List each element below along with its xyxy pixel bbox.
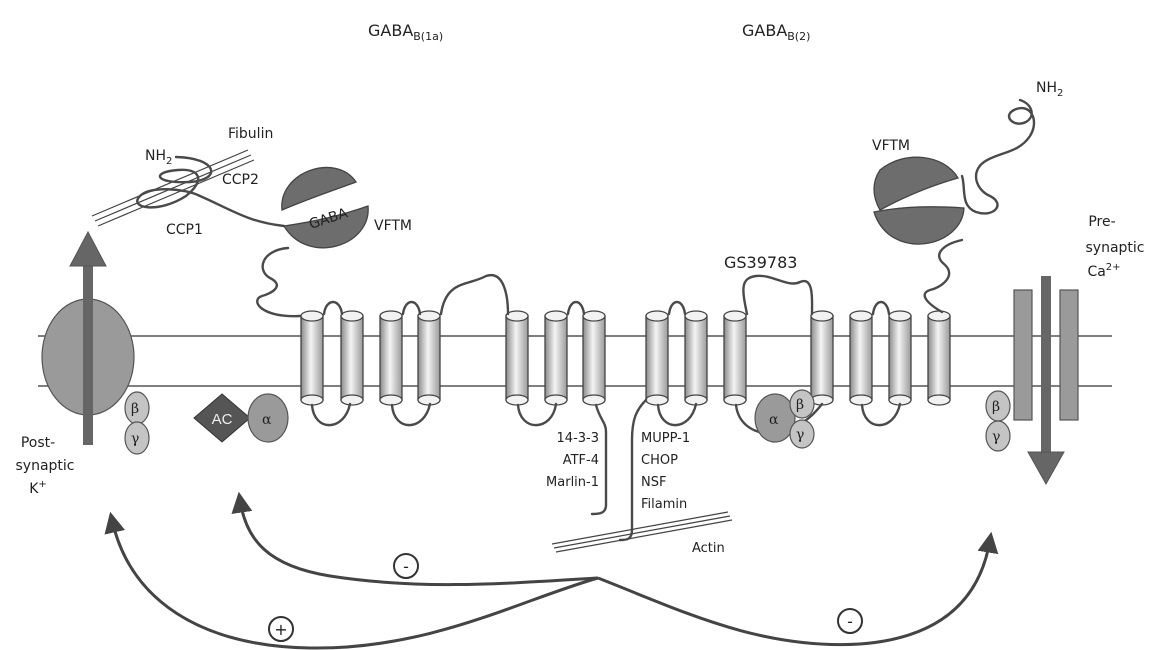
helix-b1-5 bbox=[506, 311, 528, 405]
inhibit-ca-badge: - bbox=[838, 609, 862, 633]
helix-b2-5 bbox=[850, 311, 872, 405]
beta-label-far-right: β bbox=[992, 399, 1000, 415]
presynaptic-label-line2: synaptic bbox=[1086, 240, 1145, 256]
activate-k-sign: + bbox=[274, 620, 287, 639]
helix-b2-6 bbox=[889, 311, 911, 405]
helix-b1-3 bbox=[380, 311, 402, 405]
b1-transmembrane-helices bbox=[301, 311, 605, 405]
interactor-left-2: ATF-4 bbox=[563, 453, 599, 468]
helix-b2-7 bbox=[928, 311, 950, 405]
ac-label: AC bbox=[212, 411, 233, 428]
helix-b2-3 bbox=[724, 311, 746, 405]
interactor-right-4: Filamin bbox=[641, 497, 687, 512]
fibulin-label: Fibulin bbox=[228, 126, 273, 142]
helix-b1-4 bbox=[418, 311, 440, 405]
potassium-channel bbox=[42, 232, 134, 445]
inhibit-ac-sign: - bbox=[403, 557, 409, 576]
postsynaptic-label-line2: synaptic bbox=[16, 458, 75, 474]
activate-k-badge: + bbox=[269, 617, 293, 641]
vftm-left-domain bbox=[282, 167, 368, 247]
potassium-ion-sup: + bbox=[38, 479, 46, 490]
beta-gamma-left: β γ bbox=[125, 392, 149, 454]
nh2-right-label: NH2 bbox=[1036, 80, 1063, 99]
calcium-flow-arrowhead bbox=[1028, 452, 1064, 484]
subunit1-header-sub: B(1a) bbox=[413, 30, 443, 43]
nh2-left-sub: 2 bbox=[166, 156, 172, 167]
b1-linker bbox=[257, 248, 300, 316]
helix-b1-1 bbox=[301, 311, 323, 405]
helix-b1-6 bbox=[545, 311, 567, 405]
beta-gamma-right: β γ bbox=[986, 391, 1010, 451]
interactor-left-1: 14-3-3 bbox=[557, 431, 599, 446]
presynaptic-label-line1: Pre- bbox=[1088, 214, 1115, 230]
beta-label-right: β bbox=[796, 397, 804, 413]
fibulin-strands bbox=[92, 150, 254, 226]
alpha-label-left: α bbox=[262, 412, 272, 428]
arrow-to-ca-channel bbox=[598, 540, 990, 645]
subunit1-header-main: GABA bbox=[368, 21, 413, 40]
nh2-right-sub: 2 bbox=[1057, 88, 1063, 99]
calcium-ion-sup: 2+ bbox=[1106, 262, 1121, 273]
adenylyl-cyclase: AC bbox=[194, 394, 250, 442]
nh2-right-main: NH bbox=[1036, 80, 1057, 96]
inhibit-ca-sign: - bbox=[847, 612, 853, 631]
interactor-left-3: Marlin-1 bbox=[546, 475, 599, 490]
beta-label-left: β bbox=[131, 401, 139, 417]
vftm-left-label: VFTM bbox=[374, 218, 412, 234]
actin-label: Actin bbox=[692, 541, 725, 556]
ccp1-label: CCP1 bbox=[166, 222, 203, 238]
subunit2-header: GABAB(2) bbox=[742, 21, 810, 43]
potassium-ion-label: K+ bbox=[29, 479, 47, 497]
g-protein-right: α β γ bbox=[755, 390, 814, 448]
subunit2-header-sub: B(2) bbox=[787, 30, 810, 43]
vftm-right-label: VFTM bbox=[872, 138, 910, 154]
arrow-to-k-channel bbox=[112, 520, 598, 648]
subunit1-header: GABAB(1a) bbox=[368, 21, 443, 43]
postsynaptic-label-line1: Post- bbox=[21, 435, 55, 451]
interactor-right-1: MUPP-1 bbox=[641, 431, 690, 446]
calcium-ion-label: Ca2+ bbox=[1087, 262, 1120, 280]
inhibit-ac-badge: - bbox=[394, 554, 418, 578]
ccp-domains-loop bbox=[137, 157, 284, 226]
helix-b2-2 bbox=[685, 311, 707, 405]
alpha-left: α bbox=[248, 394, 288, 442]
subunit2-header-main: GABA bbox=[742, 21, 787, 40]
alpha-label-right: α bbox=[769, 412, 779, 428]
gamma-label-left: γ bbox=[131, 431, 139, 447]
helix-b2-1 bbox=[646, 311, 668, 405]
ccp2-label: CCP2 bbox=[222, 172, 259, 188]
interactor-right-3: NSF bbox=[641, 475, 666, 490]
arrow-to-ac bbox=[240, 500, 598, 585]
gs39783-label: GS39783 bbox=[724, 253, 797, 272]
gamma-label-right: γ bbox=[796, 427, 804, 443]
helix-b2-4 bbox=[811, 311, 833, 405]
nh2-left-main: NH bbox=[145, 148, 166, 164]
helix-b1-7 bbox=[583, 311, 605, 405]
calcium-ion-main: Ca bbox=[1087, 264, 1105, 280]
nh2-left-label: NH2 bbox=[145, 148, 172, 167]
b2-linker bbox=[925, 240, 962, 312]
gamma-label-far-right: γ bbox=[992, 429, 1000, 445]
b2-n-terminal-loop bbox=[962, 100, 1034, 213]
vftm-right-domain bbox=[874, 157, 964, 244]
helix-b1-2 bbox=[341, 311, 363, 405]
potassium-flow-arrowhead bbox=[70, 232, 106, 266]
interactor-right-2: CHOP bbox=[641, 453, 678, 468]
calcium-channel bbox=[1014, 276, 1078, 484]
b2-c-tail bbox=[620, 400, 646, 540]
